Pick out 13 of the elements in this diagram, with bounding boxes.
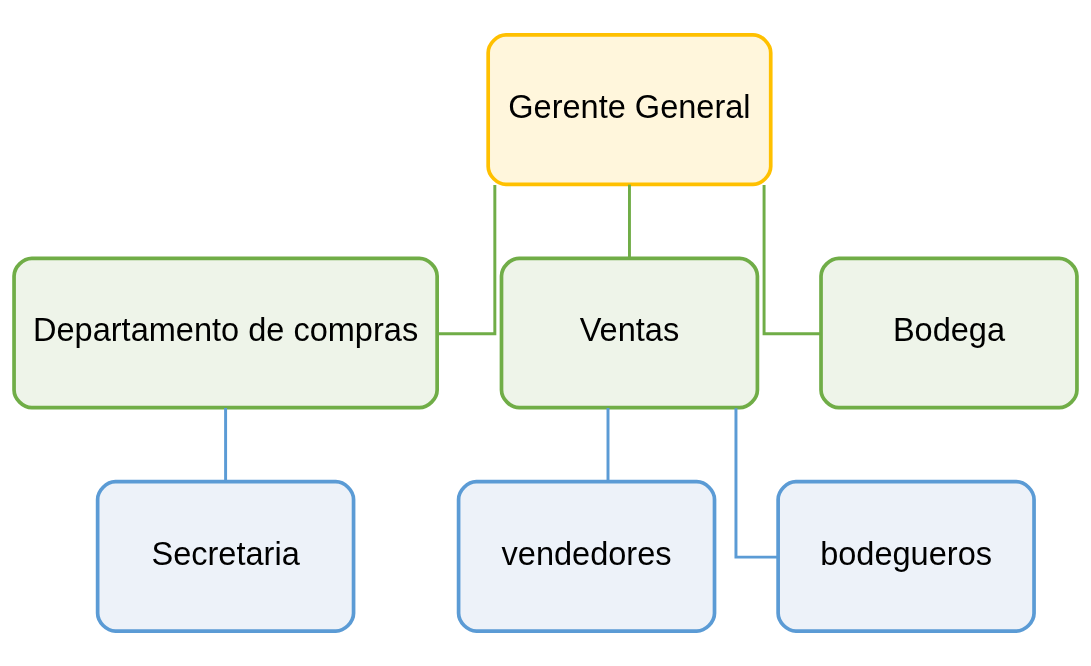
connector — [437, 184, 497, 336]
node-box: Departamento de compras — [12, 256, 439, 410]
node-box: vendedores — [456, 479, 717, 633]
connector — [627, 184, 631, 259]
node-box: Bodega — [819, 256, 1079, 410]
node-box: Gerente General — [486, 33, 773, 187]
connector — [224, 408, 228, 482]
connector — [762, 184, 821, 336]
connector — [606, 408, 610, 482]
node-box: Ventas — [499, 256, 760, 410]
connector — [734, 408, 778, 559]
node-box: bodegueros — [776, 479, 1036, 633]
node-box: Secretaria — [95, 479, 356, 633]
